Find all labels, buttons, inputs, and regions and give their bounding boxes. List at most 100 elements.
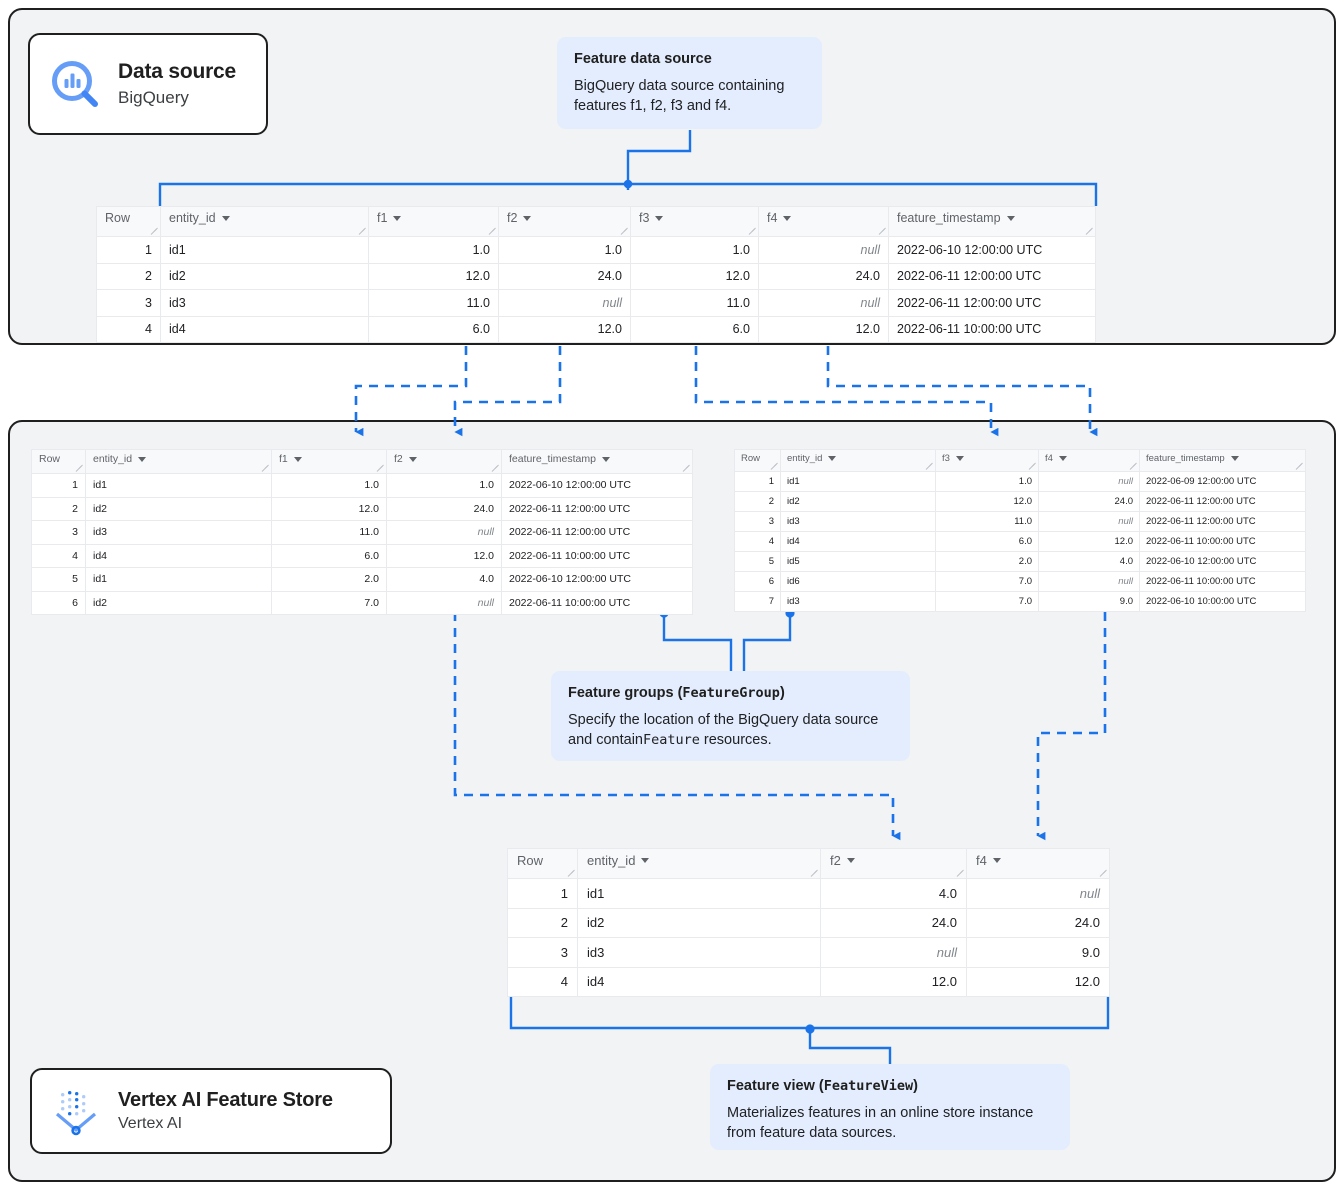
bigquery-icon	[48, 57, 102, 111]
column-resize-handle-icon[interactable]	[1085, 227, 1093, 235]
column-header-row[interactable]: Row	[507, 848, 578, 879]
column-header-f1[interactable]: f1	[271, 449, 387, 474]
column-header-entity_id[interactable]: entity_id	[85, 449, 272, 474]
chevron-down-icon[interactable]	[293, 456, 302, 462]
column-header-row[interactable]: Row	[31, 449, 86, 474]
cell-f4: null	[758, 236, 889, 264]
column-header-entity_id[interactable]: entity_id	[160, 206, 369, 237]
column-header-entity_id[interactable]: entity_id	[577, 848, 821, 879]
chevron-down-icon[interactable]	[138, 456, 147, 462]
chevron-down-icon[interactable]	[523, 215, 532, 221]
column-header-f1[interactable]: f1	[368, 206, 499, 237]
chevron-down-icon[interactable]	[655, 215, 664, 221]
column-resize-handle-icon[interactable]	[1295, 462, 1303, 470]
callout-title: Feature groups (FeatureGroup)	[568, 684, 893, 703]
column-header-f3[interactable]: f3	[935, 449, 1039, 472]
cell-row: 3	[734, 511, 781, 532]
column-resize-handle-icon[interactable]	[925, 462, 933, 470]
chevron-down-icon[interactable]	[783, 215, 792, 221]
cell-f4: null	[1038, 471, 1140, 492]
column-header-f2[interactable]: f2	[820, 848, 967, 879]
chevron-down-icon[interactable]	[641, 858, 650, 863]
column-resize-handle-icon[interactable]	[75, 464, 83, 472]
column-resize-handle-icon[interactable]	[620, 227, 628, 235]
column-resize-handle-icon[interactable]	[770, 462, 778, 470]
callout-title-code: FeatureGroup	[682, 685, 780, 701]
cell-row: 4	[507, 966, 578, 997]
chevron-down-icon[interactable]	[955, 456, 964, 461]
cell-f1: 2.0	[271, 567, 387, 592]
column-resize-handle-icon[interactable]	[682, 464, 690, 472]
column-resize-handle-icon[interactable]	[261, 464, 269, 472]
cell-feature_timestamp: 2022-06-10 12:00:00 UTC	[501, 567, 693, 592]
cell-entity_id: id1	[160, 236, 369, 264]
cell-entity_id: id6	[780, 571, 936, 592]
cell-row: 1	[734, 471, 781, 492]
column-resize-handle-icon[interactable]	[376, 464, 384, 472]
column-resize-handle-icon[interactable]	[748, 227, 756, 235]
cell-f2: 4.0	[386, 567, 502, 592]
cell-entity_id: id1	[780, 471, 936, 492]
chevron-down-icon[interactable]	[828, 456, 837, 461]
chevron-down-icon[interactable]	[601, 456, 610, 462]
column-resize-handle-icon[interactable]	[567, 869, 575, 877]
cell-row: 2	[507, 907, 578, 938]
callout-body: Specify the location of the BigQuery dat…	[568, 710, 893, 751]
chevron-down-icon[interactable]	[846, 858, 855, 863]
column-header-f4[interactable]: f4	[966, 848, 1110, 879]
column-header-label: entity_id	[587, 853, 636, 868]
cell-feature_timestamp: 2022-06-09 12:00:00 UTC	[1139, 471, 1306, 492]
cell-row: 1	[96, 236, 161, 264]
cell-feature_timestamp: 2022-06-11 10:00:00 UTC	[888, 315, 1096, 343]
column-header-f2[interactable]: f2	[498, 206, 631, 237]
cell-f2: 24.0	[498, 262, 631, 290]
cell-f2: null	[498, 289, 631, 317]
column-resize-handle-icon[interactable]	[150, 227, 158, 235]
column-resize-handle-icon[interactable]	[810, 869, 818, 877]
cell-f2: 1.0	[386, 473, 502, 498]
chevron-down-icon[interactable]	[992, 858, 1001, 863]
cell-entity_id: id1	[577, 878, 821, 909]
callout-title-code: FeatureView	[823, 1078, 914, 1094]
chevron-down-icon[interactable]	[1006, 215, 1015, 221]
cell-entity_id: id4	[85, 543, 272, 568]
column-header-row[interactable]: Row	[96, 206, 161, 237]
chevron-down-icon[interactable]	[221, 215, 230, 221]
cell-row: 6	[31, 590, 86, 615]
column-header-feature_timestamp[interactable]: feature_timestamp	[1139, 449, 1306, 472]
chevron-down-icon[interactable]	[393, 215, 402, 221]
cell-feature_timestamp: 2022-06-11 10:00:00 UTC	[501, 543, 693, 568]
column-header-f3[interactable]: f3	[630, 206, 759, 237]
column-header-entity_id[interactable]: entity_id	[780, 449, 936, 472]
column-header-feature_timestamp[interactable]: feature_timestamp	[888, 206, 1096, 237]
column-resize-handle-icon[interactable]	[1099, 869, 1107, 877]
chevron-down-icon[interactable]	[408, 456, 417, 462]
column-header-f4[interactable]: f4	[758, 206, 889, 237]
cell-feature_timestamp: 2022-06-11 10:00:00 UTC	[1139, 531, 1306, 552]
column-resize-handle-icon[interactable]	[358, 227, 366, 235]
column-header-row[interactable]: Row	[734, 449, 781, 472]
column-resize-handle-icon[interactable]	[488, 227, 496, 235]
column-header-feature_timestamp[interactable]: feature_timestamp	[501, 449, 693, 474]
column-resize-handle-icon[interactable]	[1028, 462, 1036, 470]
column-resize-handle-icon[interactable]	[956, 869, 964, 877]
column-resize-handle-icon[interactable]	[1129, 462, 1137, 470]
column-resize-handle-icon[interactable]	[878, 227, 886, 235]
column-header-label: f4	[976, 853, 987, 868]
column-resize-handle-icon[interactable]	[491, 464, 499, 472]
column-header-label: f4	[767, 211, 778, 225]
cell-feature_timestamp: 2022-06-11 12:00:00 UTC	[1139, 511, 1306, 532]
chevron-down-icon[interactable]	[1230, 456, 1239, 461]
column-header-f4[interactable]: f4	[1038, 449, 1140, 472]
column-header-f2[interactable]: f2	[386, 449, 502, 474]
chevron-down-icon[interactable]	[1058, 456, 1067, 461]
cell-f3: 2.0	[935, 551, 1039, 572]
cell-f4: 9.0	[1038, 591, 1140, 612]
cell-row: 7	[734, 591, 781, 612]
